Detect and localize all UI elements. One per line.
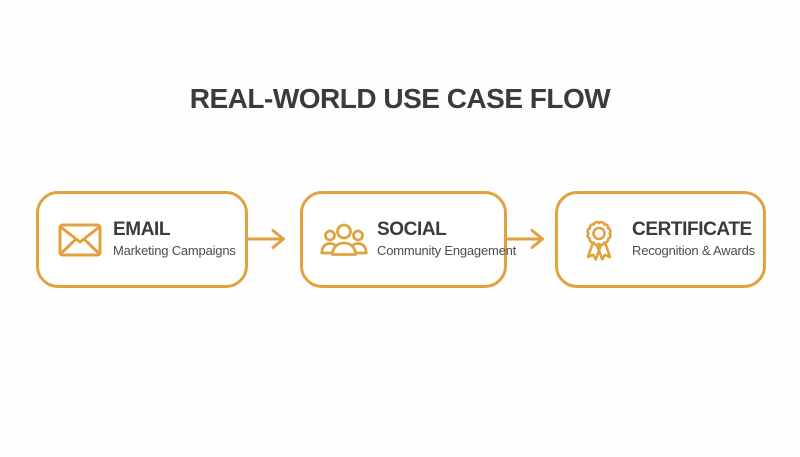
flow-step-text: CERTIFICATE Recognition & Awards	[632, 219, 755, 259]
flow-step-title: CERTIFICATE	[632, 219, 752, 241]
flow-step-subtitle: Marketing Campaigns	[113, 243, 236, 259]
flow-step-text: EMAIL Marketing Campaigns	[113, 219, 236, 259]
people-group-icon	[320, 221, 368, 258]
flow-step-text: SOCIAL Community Engagement	[377, 219, 516, 259]
flow-step-subtitle: Community Engagement	[377, 243, 517, 259]
flow-step-title: EMAIL	[113, 219, 171, 241]
arrow-right-icon	[248, 226, 292, 252]
page-title: REAL-WORLD USE CASE FLOW	[189, 83, 611, 114]
flow-step-subtitle: Recognition & Awards	[632, 243, 755, 259]
flow-step-social: SOCIAL Community Engagement	[300, 191, 516, 288]
flow-step-certificate: CERTIFICATE Recognition & Awards	[555, 191, 766, 288]
award-ribbon-icon	[575, 217, 623, 263]
flow-step-email: EMAIL Marketing Campaigns	[36, 191, 248, 288]
flow-step-title: SOCIAL	[377, 219, 447, 241]
arrow-right-icon	[507, 226, 551, 252]
envelope-icon	[56, 223, 104, 257]
